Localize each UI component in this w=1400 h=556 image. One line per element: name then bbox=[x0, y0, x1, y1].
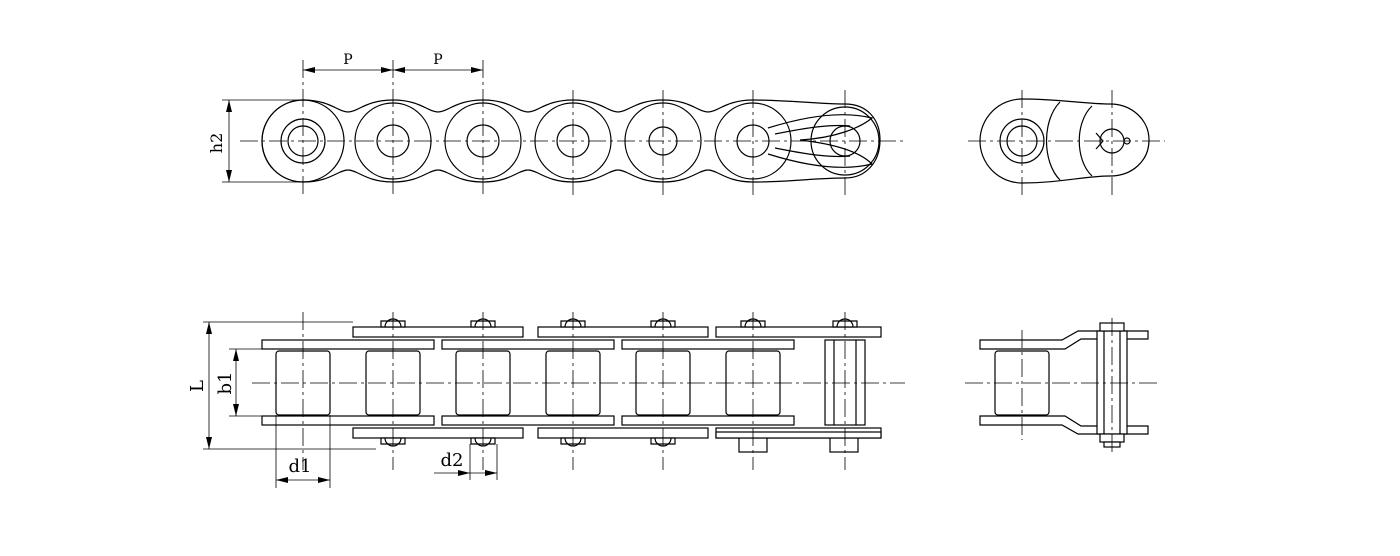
arrowhead bbox=[206, 322, 212, 334]
arrowhead bbox=[206, 437, 212, 449]
d2-label: d2 bbox=[441, 450, 464, 471]
outer-plate bbox=[352, 326, 524, 338]
arrowhead bbox=[226, 100, 232, 112]
pitch-label: P bbox=[343, 52, 352, 68]
outer-plate bbox=[352, 427, 524, 439]
arrowhead bbox=[276, 477, 288, 483]
side-view: P P h2 bbox=[207, 52, 905, 196]
d1-label: d1 bbox=[289, 456, 312, 477]
arrowhead bbox=[381, 67, 393, 73]
inner-plate bbox=[441, 339, 615, 350]
cotter-pin bbox=[1095, 132, 1104, 150]
connecting-link-side-view bbox=[968, 90, 1165, 196]
inner-plate bbox=[621, 415, 795, 426]
pitch-label: P bbox=[433, 52, 442, 68]
h2-label: h2 bbox=[207, 133, 226, 153]
arrowhead bbox=[485, 470, 497, 476]
arrowhead bbox=[471, 67, 483, 73]
plate-boundary bbox=[1045, 101, 1061, 181]
plan-view: L b1 d1 d2 bbox=[187, 312, 905, 488]
arrowhead bbox=[233, 349, 239, 361]
arrowhead bbox=[458, 470, 470, 476]
L-label: L bbox=[187, 380, 208, 392]
outer-plate bbox=[715, 326, 882, 338]
inner-plate bbox=[261, 339, 435, 350]
arrowhead bbox=[303, 67, 315, 73]
inner-plate bbox=[621, 339, 795, 350]
spring-clip bbox=[767, 114, 874, 168]
arrowhead bbox=[226, 170, 232, 182]
arrowhead bbox=[318, 477, 330, 483]
inner-plate bbox=[441, 415, 615, 426]
spring-clip-plate bbox=[715, 431, 882, 439]
arrowhead bbox=[233, 404, 239, 416]
inner-plate bbox=[261, 415, 435, 426]
outer-plate bbox=[537, 326, 709, 338]
b1-label: b1 bbox=[215, 372, 236, 395]
arrowhead bbox=[393, 67, 405, 73]
connecting-pin bbox=[829, 437, 859, 453]
offset-link-plan-view bbox=[965, 318, 1160, 452]
spring-clip-inner bbox=[774, 124, 851, 158]
outer-plate bbox=[537, 427, 709, 439]
